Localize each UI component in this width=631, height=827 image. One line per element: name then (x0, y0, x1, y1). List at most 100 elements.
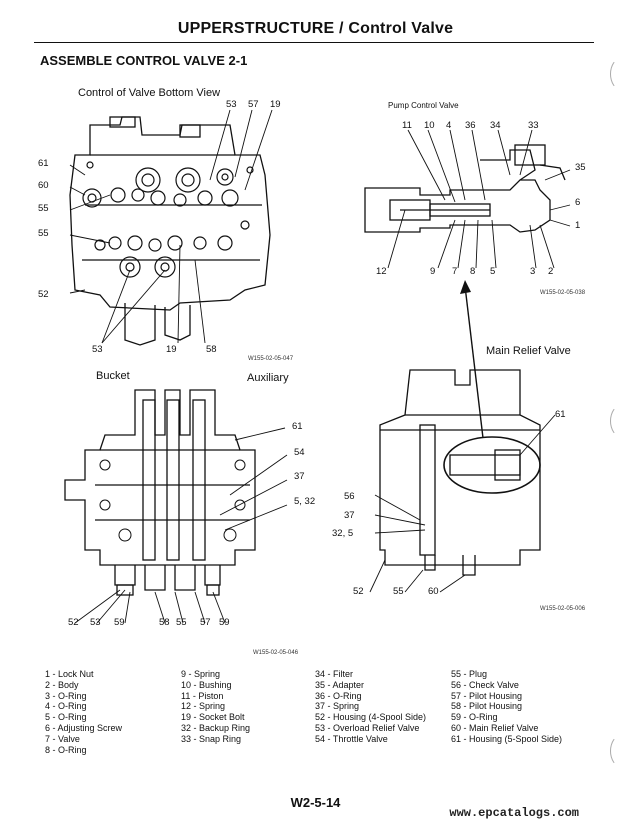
callout-6: 6 (575, 197, 581, 208)
auxiliary-label: Auxiliary (247, 372, 289, 384)
legend-item: 54 - Throttle Valve (315, 733, 388, 744)
watermark-url[interactable]: www.epcatalogs.com (449, 806, 579, 820)
binder-hole-middle (610, 405, 631, 437)
legend-item: 5 - O-Ring (45, 712, 87, 723)
legend-item: 9 - Spring (181, 669, 221, 679)
binder-hole-top (610, 58, 631, 90)
title-rule (34, 42, 594, 43)
legend-item: 37 - Spring (315, 701, 360, 712)
bucket-label: Bucket (96, 370, 130, 382)
callout-52-left: 52 (38, 289, 49, 300)
legend-column-3: 34 - Filter 35 - Adapter 36 - O-Ring 37 … (315, 669, 426, 745)
legend-column-2: 9 - Spring 10 - Bushing 11 - Piston 12 -… (181, 669, 250, 745)
callout-1: 1 (575, 220, 581, 231)
bottom-view-caption: Control of Valve Bottom View (78, 87, 221, 99)
callout-61-left: 61 (38, 158, 49, 169)
callout-53-front: 53 (90, 617, 101, 628)
callout-8: 8 (470, 266, 476, 277)
legend-column-4: 55 - Plug 56 - Check Valve 57 - Pilot Ho… (451, 669, 562, 745)
bottom-view-code: W155-02-05-047 (248, 356, 294, 362)
legend-item: 60 - Main Relief Valve (451, 722, 539, 733)
legend-item: 7 - Valve (45, 733, 80, 744)
side-view-drawing (369, 369, 556, 593)
main-relief-label: Main Relief Valve (486, 345, 571, 357)
legend-item: 1 - Lock Nut (45, 669, 94, 679)
legend-item: 11 - Piston (181, 690, 224, 701)
legend-item: 4 - O-Ring (45, 701, 87, 712)
callout-34: 34 (490, 120, 501, 131)
callout-54: 54 (294, 447, 305, 458)
front-section-code: W155-02-05-046 (253, 650, 299, 656)
legend-item: 56 - Check Valve (451, 679, 519, 690)
callout-55-left-b: 55 (38, 228, 49, 239)
callout-58-front: 58 (159, 617, 170, 628)
legend-item: 52 - Housing (4-Spool Side) (315, 712, 427, 723)
bottom-view-drawing (69, 109, 273, 346)
callout-5: 5 (490, 266, 496, 277)
callout-60-left: 60 (38, 180, 49, 191)
callout-53-bottom: 53 (92, 344, 103, 355)
legend-item: 32 - Backup Ring (181, 722, 251, 733)
callout-60-side: 60 (428, 586, 439, 597)
legend-item: 34 - Filter (315, 669, 354, 679)
callout-10: 10 (424, 120, 435, 131)
callout-36: 36 (465, 120, 476, 131)
legend-item: 2 - Body (45, 679, 79, 690)
callout-56: 56 (344, 491, 355, 502)
callout-52-side: 52 (353, 586, 364, 597)
legend-item: 35 - Adapter (315, 679, 365, 690)
callout-58-bottom: 58 (206, 344, 217, 355)
legend-item: 3 - O-Ring (45, 690, 87, 701)
side-view-code: W155-02-05-006 (540, 606, 586, 612)
callout-3: 3 (530, 266, 536, 277)
legend-item: 55 - Plug (451, 669, 488, 679)
legend-item: 57 - Pilot Housing (451, 690, 523, 701)
callout-7: 7 (452, 266, 458, 277)
callout-57-top: 57 (248, 99, 259, 110)
pump-valve-code: W155-02-05-038 (540, 290, 586, 296)
callout-59-front-b: 59 (219, 617, 230, 628)
pump-valve-drawing (364, 129, 571, 269)
callout-55-side: 55 (393, 586, 404, 597)
callout-2: 2 (548, 266, 554, 277)
callout-55-left-a: 55 (38, 203, 49, 214)
callout-37-front: 37 (294, 471, 305, 482)
legend-item: 53 - Overload Relief Valve (315, 722, 420, 733)
connector-arrow (460, 280, 484, 439)
section-heading: ASSEMBLE CONTROL VALVE 2-1 (40, 53, 248, 68)
legend-item: 8 - O-Ring (45, 744, 87, 755)
callout-59-front-a: 59 (114, 617, 125, 628)
callout-52-front: 52 (68, 617, 79, 628)
callout-55-front: 55 (176, 617, 187, 628)
legend-item: 6 - Adjusting Screw (45, 722, 123, 733)
callout-61-side: 61 (555, 409, 566, 420)
pump-valve-caption: Pump Control Valve (388, 101, 459, 110)
callout-19-top: 19 (270, 99, 281, 110)
callout-12: 12 (376, 266, 387, 277)
callout-37-side: 37 (344, 510, 355, 521)
callout-9: 9 (430, 266, 436, 277)
legend-item: 61 - Housing (5-Spool Side) (451, 733, 563, 744)
callout-35: 35 (575, 162, 586, 173)
callout-61-front: 61 (292, 421, 303, 432)
callout-19-bottom: 19 (166, 344, 177, 355)
legend-item: 58 - Pilot Housing (451, 701, 523, 712)
callout-4: 4 (446, 120, 452, 131)
page-number: W2-5-14 (290, 795, 341, 810)
callout-33: 33 (528, 120, 539, 131)
callout-5-32: 5, 32 (294, 496, 316, 507)
legend-item: 33 - Snap Ring (181, 733, 242, 744)
legend-item: 59 - O-Ring (451, 712, 498, 723)
callout-32-5: 32, 5 (332, 528, 354, 539)
legend-item: 36 - O-Ring (315, 690, 362, 701)
callout-57-front: 57 (200, 617, 211, 628)
callout-11: 11 (402, 120, 412, 131)
callout-53-top: 53 (226, 99, 237, 110)
binder-hole-bottom (610, 735, 631, 767)
legend-item: 10 - Bushing (181, 679, 232, 690)
page-title: UPPERSTRUCTURE / Control Valve (177, 20, 454, 37)
legend-item: 12 - Spring (181, 701, 226, 712)
front-section-drawing (64, 389, 288, 624)
legend-column-1: 1 - Lock Nut 2 - Body 3 - O-Ring 4 - O-R… (45, 669, 122, 755)
legend-item: 19 - Socket Bolt (181, 712, 245, 723)
